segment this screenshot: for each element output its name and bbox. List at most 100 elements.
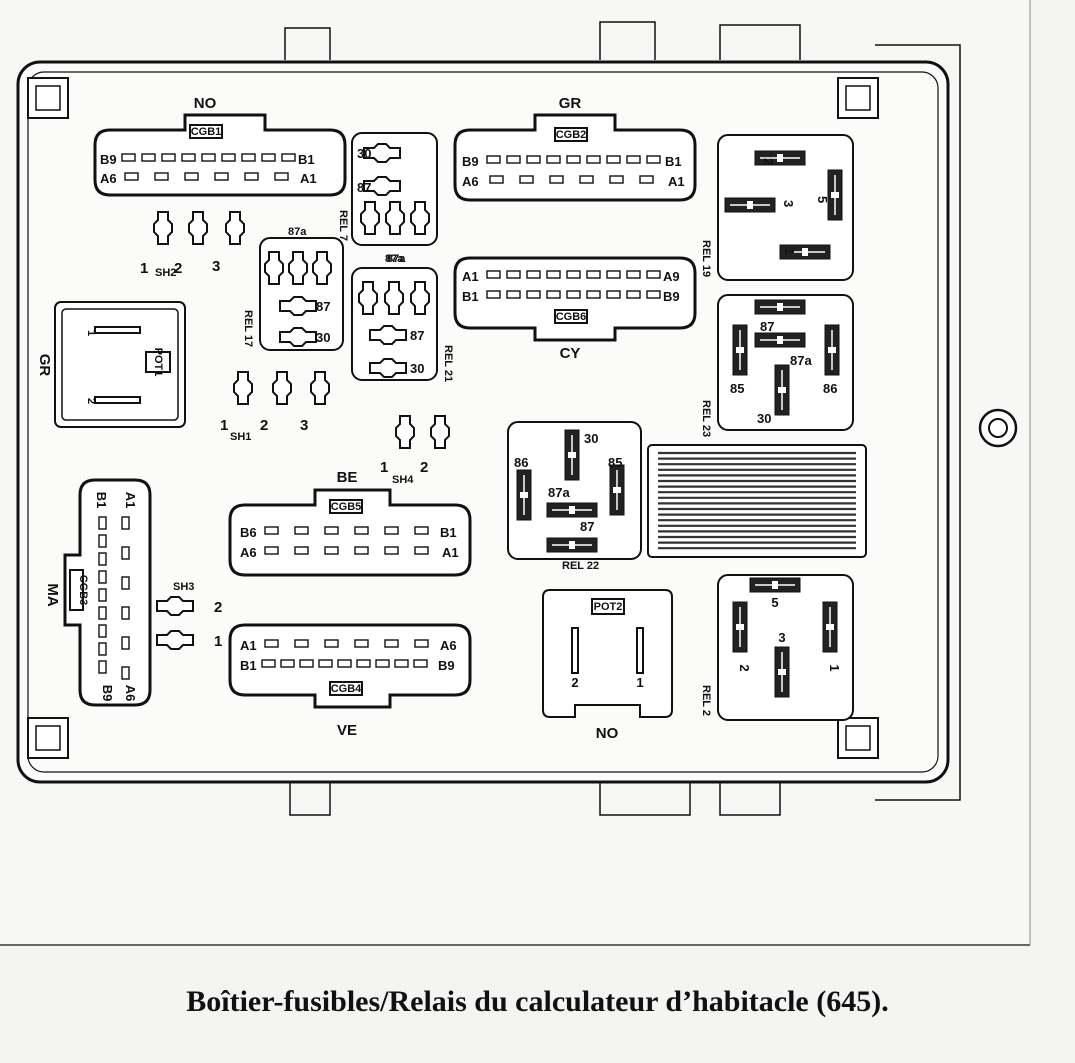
svg-text:86: 86 xyxy=(514,455,528,470)
shunt-terminal xyxy=(288,251,308,285)
svg-text:POT1: POT1 xyxy=(152,348,164,377)
shunt-terminal xyxy=(225,211,245,245)
pin-slot xyxy=(394,659,409,668)
pin-slot xyxy=(646,290,661,299)
svg-text:B9: B9 xyxy=(462,154,479,169)
pin-slot xyxy=(281,153,296,162)
shunt-terminal xyxy=(430,415,450,449)
svg-text:GR: GR xyxy=(559,95,582,112)
pin-slot xyxy=(121,546,130,560)
pin-slot xyxy=(413,659,428,668)
svg-text:87a: 87a xyxy=(288,226,307,238)
svg-text:NO: NO xyxy=(596,725,619,742)
shunt-terminal xyxy=(233,371,253,405)
shunt-terminal xyxy=(312,251,332,285)
svg-text:1: 1 xyxy=(220,417,228,434)
svg-text:87: 87 xyxy=(580,519,594,534)
pin-slot xyxy=(384,639,399,648)
pin-slot xyxy=(566,290,581,299)
pin-slot xyxy=(606,290,621,299)
pin-slot xyxy=(646,155,661,164)
svg-text:B1: B1 xyxy=(298,152,315,167)
pin-slot xyxy=(566,155,581,164)
pin-slot xyxy=(98,588,107,602)
connector-code: CGB1 xyxy=(191,126,222,138)
svg-text:REL 2: REL 2 xyxy=(700,685,712,716)
connector-cy-cgb6: CGB6 CY A1 A9 B1 B9 xyxy=(453,256,697,362)
shunt-terminal xyxy=(310,371,330,405)
pin-slot xyxy=(274,172,289,181)
svg-text:30: 30 xyxy=(316,330,330,345)
relay-rel22: 30 86 85 87a 87 REL 22 xyxy=(507,421,642,572)
svg-text:1: 1 xyxy=(782,248,797,255)
svg-text:87: 87 xyxy=(760,319,774,334)
pin-slot xyxy=(486,270,501,279)
pin-slot xyxy=(264,639,279,648)
shunt-sh2: 1 2 3 SH2 xyxy=(140,211,245,279)
pin-slot xyxy=(566,270,581,279)
pin-slot xyxy=(98,516,107,530)
svg-text:GR: GR xyxy=(36,354,53,377)
svg-text:B1: B1 xyxy=(462,289,479,304)
svg-text:85: 85 xyxy=(730,381,744,396)
svg-text:A9: A9 xyxy=(663,269,680,284)
pin-slot xyxy=(546,290,561,299)
svg-text:A1: A1 xyxy=(668,174,685,189)
svg-text:1: 1 xyxy=(636,675,643,690)
svg-text:5: 5 xyxy=(771,595,778,610)
pin-slot xyxy=(486,290,501,299)
svg-text:2: 2 xyxy=(761,158,776,165)
shunt-terminal xyxy=(369,358,407,378)
pin-slot xyxy=(526,155,541,164)
pin-slot xyxy=(526,270,541,279)
svg-text:86: 86 xyxy=(823,381,837,396)
connector-be-cgb5: CGB5 BE B6 B1 A6 A1 xyxy=(228,469,472,577)
pin-slot xyxy=(519,175,534,184)
pin-slot xyxy=(241,153,256,162)
svg-text:B1: B1 xyxy=(665,154,682,169)
svg-text:87: 87 xyxy=(316,299,330,314)
svg-text:2: 2 xyxy=(214,599,222,616)
pin-slot xyxy=(201,153,216,162)
svg-text:85: 85 xyxy=(608,455,622,470)
svg-text:A1: A1 xyxy=(462,269,479,284)
svg-text:B1: B1 xyxy=(240,658,257,673)
pot2-no: POT2 NO 2 1 xyxy=(542,589,673,742)
pin-slot xyxy=(586,290,601,299)
svg-text:A6: A6 xyxy=(462,174,479,189)
svg-text:30: 30 xyxy=(584,431,598,446)
relay-rel19: 2 3 1 5 REL 19 xyxy=(700,134,854,281)
svg-text:REL 23: REL 23 xyxy=(700,400,712,437)
pin-slot xyxy=(606,155,621,164)
svg-text:REL 22: REL 22 xyxy=(562,560,599,572)
pin-slot xyxy=(294,526,309,535)
pin-slot xyxy=(121,606,130,620)
svg-text:CGB3: CGB3 xyxy=(77,575,89,606)
shunt-terminal xyxy=(385,201,405,235)
pin-slot xyxy=(384,546,399,555)
pin-slot xyxy=(280,659,295,668)
pin-slot xyxy=(354,639,369,648)
shunt-terminal xyxy=(264,251,284,285)
svg-text:30: 30 xyxy=(410,361,424,376)
pin-slot xyxy=(606,270,621,279)
svg-text:B1: B1 xyxy=(440,525,457,540)
pin-slot xyxy=(184,172,199,181)
pin-slot xyxy=(98,552,107,566)
pin-slot xyxy=(264,526,279,535)
pin-slot xyxy=(181,153,196,162)
svg-text:SH2: SH2 xyxy=(155,267,176,279)
svg-text:REL 17: REL 17 xyxy=(242,310,254,347)
pin-slot xyxy=(98,606,107,620)
svg-text:3: 3 xyxy=(212,258,220,275)
shunt-terminal xyxy=(363,176,401,196)
svg-text:BE: BE xyxy=(337,469,358,486)
pin-slot xyxy=(489,175,504,184)
svg-text:87: 87 xyxy=(410,328,424,343)
svg-text:1: 1 xyxy=(827,664,842,671)
pin-slot xyxy=(124,172,139,181)
pin-slot xyxy=(546,155,561,164)
svg-text:1: 1 xyxy=(140,260,148,277)
svg-text:2: 2 xyxy=(420,459,428,476)
pin-slot xyxy=(214,172,229,181)
